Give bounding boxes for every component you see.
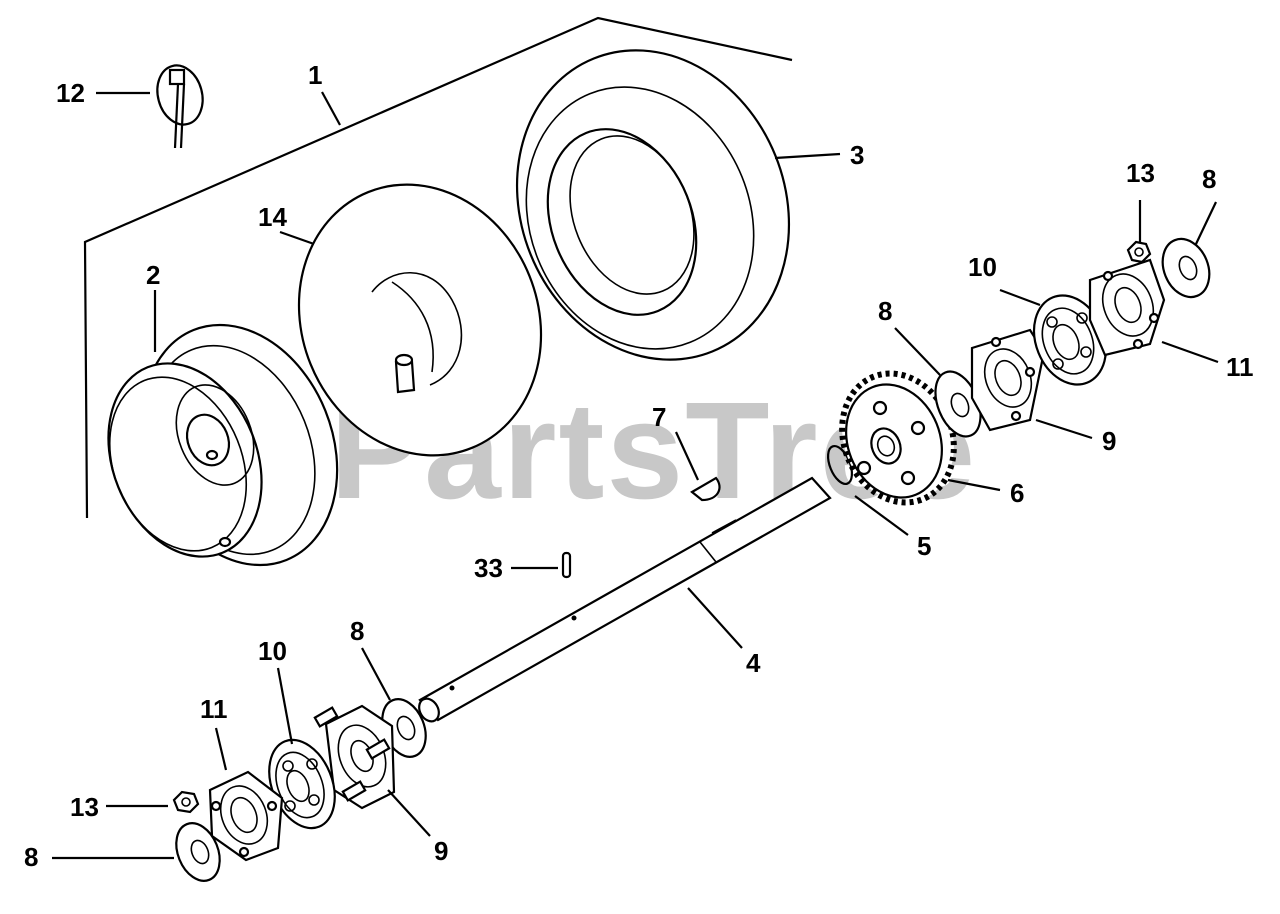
washer-right-outer xyxy=(1161,237,1211,299)
axle-shaft xyxy=(418,476,832,723)
callout-2: 2 xyxy=(146,260,160,290)
inner-tube xyxy=(297,183,543,457)
callout-13-left: 13 xyxy=(70,792,99,822)
callout-8-left-outer: 8 xyxy=(24,842,38,872)
callout-9-right: 9 xyxy=(1102,426,1116,456)
callout-11-left: 11 xyxy=(200,694,228,724)
callout-1: 1 xyxy=(308,60,322,90)
callout-33: 33 xyxy=(474,553,503,583)
tire xyxy=(515,49,791,361)
washer-left-outer xyxy=(175,822,221,882)
callout-13-right: 13 xyxy=(1126,158,1155,188)
callout-labels: 12 1 2 14 3 7 33 4 5 6 8 10 9 13 8 11 8 … xyxy=(24,60,1254,872)
callout-9-left: 9 xyxy=(434,836,448,866)
lynch-pin xyxy=(156,64,204,149)
flange-right-inner xyxy=(970,328,1046,432)
roll-pin xyxy=(561,551,572,579)
callout-8-left-inner: 8 xyxy=(350,616,364,646)
callout-7: 7 xyxy=(652,402,666,432)
flange-left-inner xyxy=(313,704,396,810)
callout-4: 4 xyxy=(746,648,761,678)
callout-14: 14 xyxy=(258,202,287,232)
callout-6: 6 xyxy=(1010,478,1024,508)
callout-5: 5 xyxy=(917,531,931,561)
bearing-right xyxy=(1032,294,1108,386)
callout-10-left: 10 xyxy=(258,636,287,666)
gear xyxy=(839,370,957,506)
flange-right-outer xyxy=(1088,258,1166,357)
callout-8-right-inner: 8 xyxy=(878,296,892,326)
callout-11-right: 11 xyxy=(1226,352,1254,382)
callout-12: 12 xyxy=(56,78,85,108)
callout-3: 3 xyxy=(850,140,864,170)
nut-right xyxy=(1126,240,1152,264)
rim xyxy=(107,323,339,567)
nut-left xyxy=(172,790,200,814)
callout-10-right: 10 xyxy=(968,252,997,282)
leader-lines xyxy=(52,91,1219,860)
assembly-bracket xyxy=(83,16,793,519)
flange-left-outer xyxy=(208,770,284,862)
callout-8-right-outer: 8 xyxy=(1202,164,1216,194)
woodruff-key xyxy=(690,476,721,502)
